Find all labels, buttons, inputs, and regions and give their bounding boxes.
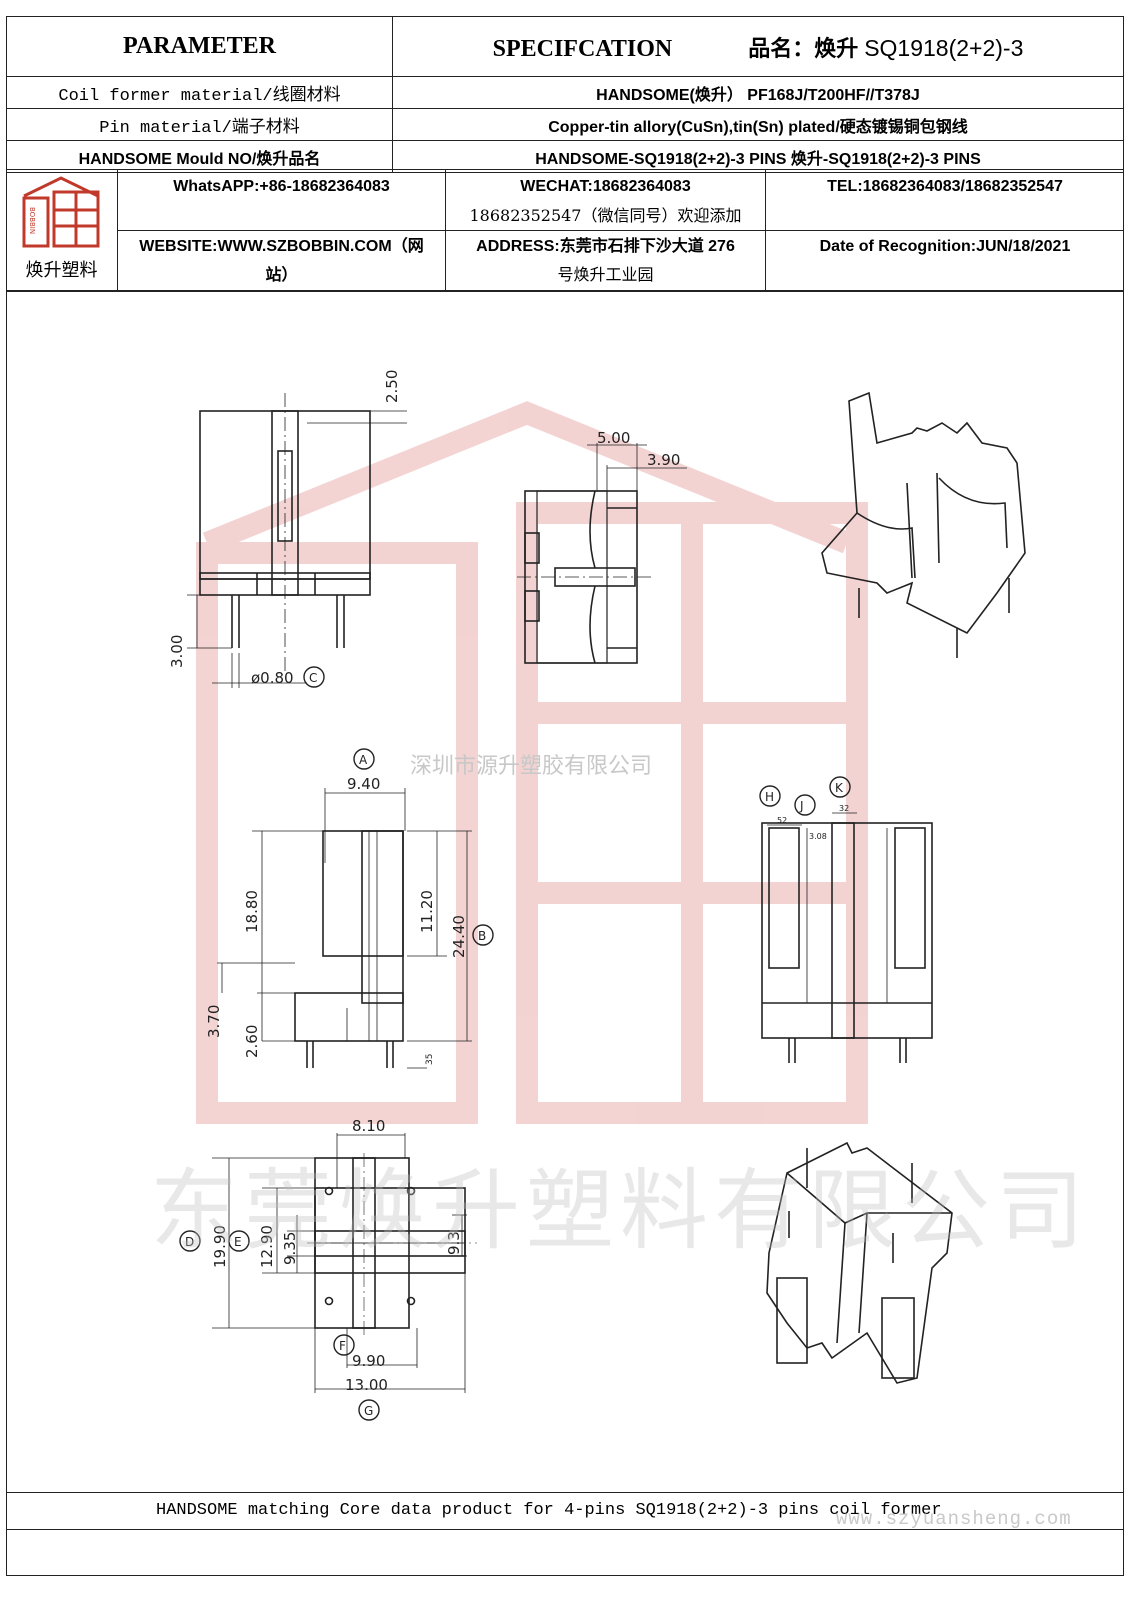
dim-18-80: 18.80 [243,890,261,933]
marker-e: E [234,1235,242,1249]
dim-0-80: ø0.80 [251,669,294,687]
isometric-view-1 [821,391,1026,658]
marker-b: B [478,929,486,943]
address: ADDRESS:东莞市石排下沙大道 276 号焕升工业园 [446,232,765,290]
dim-35: 35 [425,1054,435,1065]
footer-text: HANDSOME matching Core data product for … [156,1501,942,1520]
watermark-company-small: 深圳市源升塑胶有限公司 [410,753,653,778]
row-value-pin-material: Copper-tin allory(CuSn),tin(Sn) plated/硬… [392,108,1124,141]
row-value-coil-material: HANDSOME(焕升） PF168J/T200HF//T378J [392,76,1124,109]
marker-c: C [309,671,317,685]
row-label-pin-material: Pin material/端子材料 [6,108,393,141]
specification-label: SPECIFCATION [492,35,673,62]
footer: HANDSOME matching Core data product for … [6,1492,1124,1530]
dim-24-40: 24.40 [450,915,468,958]
dim-8-10: 8.10 [352,1117,385,1135]
product-code: SQ1918(2+2)-3 [864,34,1024,61]
marker-f: F [339,1339,346,1353]
marker-k: K [835,781,844,795]
recognition-date: Date of Recognition:JUN/18/2021 [819,238,1071,255]
wechat-line1: WECHAT:18682364083 [520,178,691,195]
reference-markers [179,666,851,1421]
dim-9-35: 9.35 [281,1232,299,1265]
product-name-label: 品名：焕升 [748,36,859,62]
parameter-header: PARAMETER [6,16,393,77]
row-value-mould-no: HANDSOME-SQ1918(2+2)-3 PINS 焕升-SQ1918(2+… [392,140,1124,173]
dim-32: 32 [839,804,849,813]
row-label-coil-material: Coil former material/线圈材料 [6,76,393,109]
dim-3-90: 3.90 [647,451,680,469]
technical-drawing: 2.50 3.00 ø0.80 C 5.00 3.90 A 9.40 18.80… [168,370,1026,1421]
row-label-mould-no: HANDSOME Mould NO/焕升品名 [6,140,393,173]
bottom-view [212,1133,477,1393]
address-line2: 号焕升工业园 [557,267,654,284]
marker-a: A [359,753,368,767]
company-logo: BOBBIN 焕升塑料 [6,170,117,291]
website-line1: WEBSITE:WWW.SZBOBBIN.COM（网 [139,238,424,255]
marker-h: H [765,790,774,804]
specification-header: SPECIFCATION 品名：焕升 SQ1918(2+2)-3 [392,16,1124,77]
address-line1: ADDRESS:东莞市石排下沙大道 276 [476,238,735,255]
dim-3-70: 3.70 [205,1005,223,1038]
dim-3-08: 3.08 [809,832,827,841]
section-view [217,788,472,1069]
dim-12-90: 12.90 [258,1225,276,1268]
dim-11-20: 11.20 [418,890,436,933]
handsome-logo-icon: BOBBIN [22,176,100,248]
dim-19-90: 19.90 [211,1225,229,1268]
front-view [187,393,407,688]
dim-3-00: 3.00 [168,635,186,668]
dim-9-40: 9.40 [347,775,380,793]
dim-9-3: 9.3 [445,1231,463,1255]
dim-5-00: 5.00 [597,429,630,447]
whatsapp: WhatsAPP:+86-18682364083 [173,178,390,195]
end-view [761,812,933,1063]
dim-2-50: 2.50 [383,370,401,403]
logo-text: 焕升塑料 [25,260,98,280]
watermark-url: www.szyuansheng.com [836,1508,1072,1530]
telephone: TEL:18682364083/18682352547 [827,178,1063,195]
website: WEBSITE:WWW.SZBOBBIN.COM（网 站） [118,232,445,290]
dim-9-90: 9.90 [352,1352,385,1370]
website-line2: 站） [265,267,298,284]
marker-j: J [799,799,804,813]
dim-52: 52 [777,816,787,825]
watermark-company-big: 东莞焕升塑料有限公司 [150,1161,1091,1260]
contact-block: BOBBIN 焕升塑料 WhatsAPP:+86-18682364083 WEC… [6,169,1124,292]
dim-2-60: 2.60 [243,1025,261,1058]
marker-g: G [364,1404,373,1418]
svg-text:BOBBIN: BOBBIN [28,207,36,234]
marker-d: D [185,1235,194,1249]
dim-13-00: 13.00 [345,1376,388,1394]
spec-table: PARAMETER SPECIFCATION 品名：焕升 SQ1918(2+2)… [6,16,1124,173]
isometric-view-2 [766,1141,953,1384]
wechat: WECHAT:18682364083 18682352547（微信同号）欢迎添加 [446,172,765,230]
side-view [517,443,687,664]
wechat-line2: 18682352547（微信同号）欢迎添加 [469,206,742,225]
